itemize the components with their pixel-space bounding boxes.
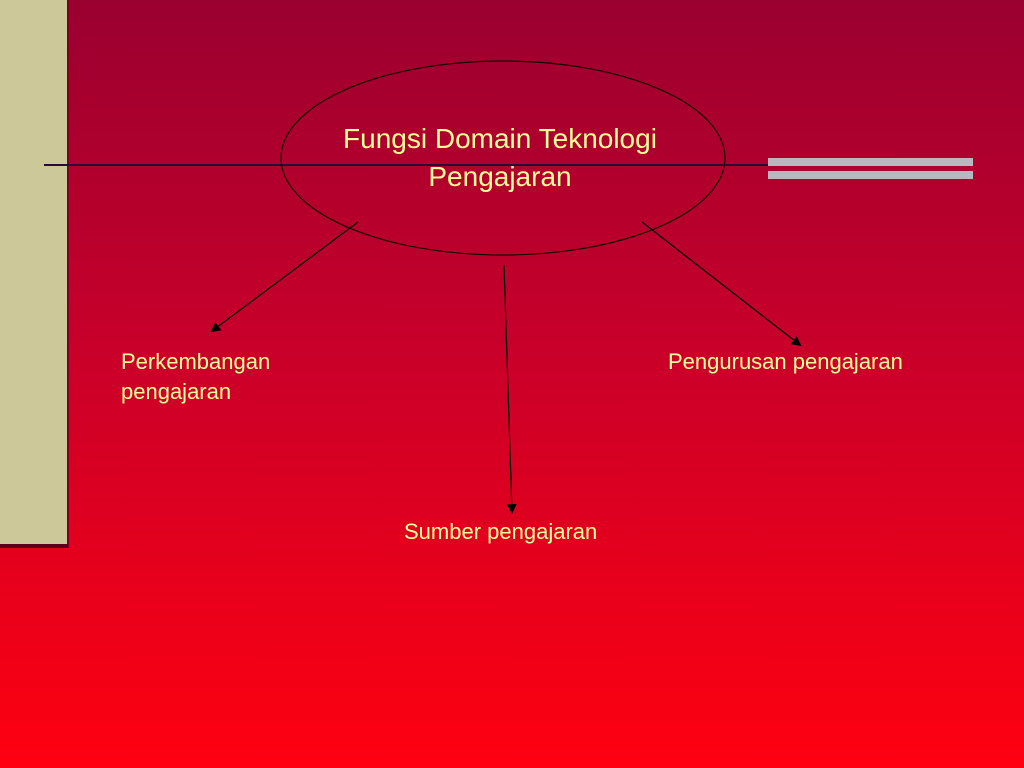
horizontal-rule — [44, 164, 784, 166]
node-perkembangan: Perkembangan pengajaran — [121, 349, 271, 404]
title-ellipse — [280, 60, 726, 256]
arrow-to-bottom-node — [503, 264, 517, 514]
arrow-to-right-node — [641, 221, 802, 347]
side-accent-shadow — [0, 544, 68, 548]
node-sumber: Sumber pengajaran — [404, 519, 598, 544]
arrow-to-left-node — [210, 221, 359, 333]
node-pengurusan: Pengurusan pengajaran — [668, 349, 903, 374]
side-accent-edge — [67, 0, 69, 548]
diagram-title: Fungsi Domain Teknologi Pengajaran — [343, 123, 657, 192]
decorative-bar-top — [768, 158, 973, 166]
side-accent-bar — [0, 0, 67, 544]
decorative-bar-bottom — [768, 171, 973, 179]
